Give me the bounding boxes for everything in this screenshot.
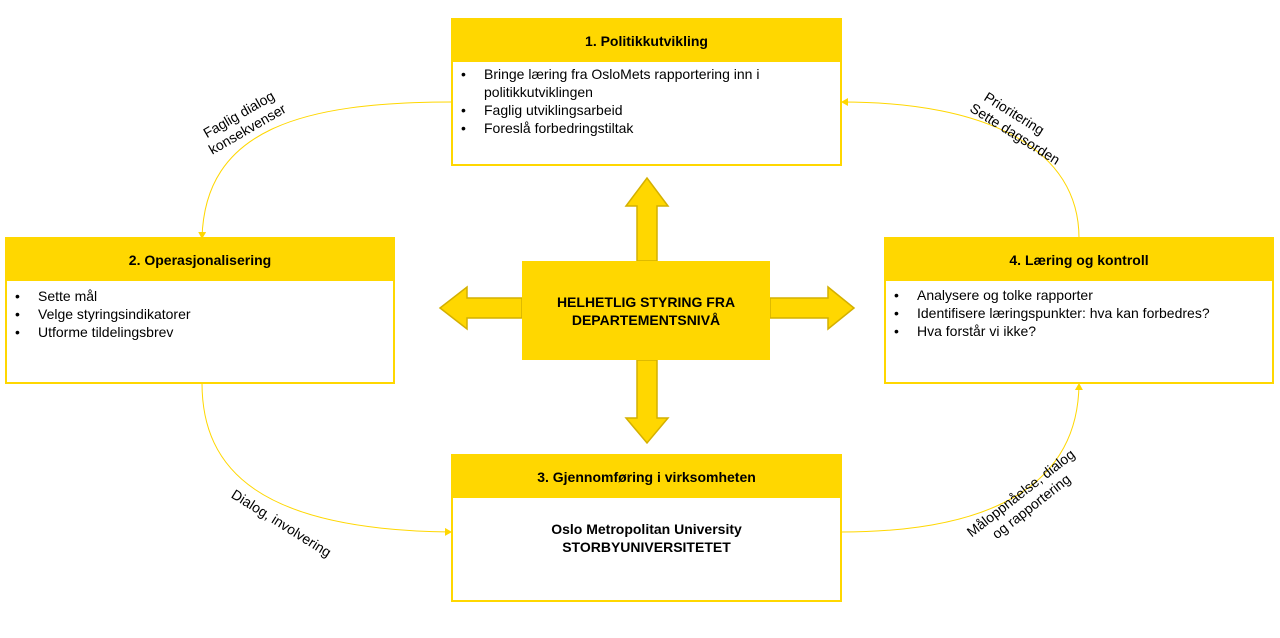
box-title: 3. Gjennomføring i virksomheten xyxy=(453,456,840,498)
list-item: Analysere og tolke rapporter xyxy=(894,286,1262,304)
list-item: Utforme tildelingsbrev xyxy=(15,323,383,341)
connector-3-to-4 xyxy=(840,383,1083,533)
connector-4-to-1 xyxy=(841,98,1080,239)
arrow-down xyxy=(624,359,670,445)
list-item: Velge styringsindikatorer xyxy=(15,305,383,323)
connector-1-to-2 xyxy=(198,101,453,239)
box-gjennomforing: 3. Gjennomføring i virksomheten Oslo Met… xyxy=(451,454,842,602)
box-title: 4. Læring og kontroll xyxy=(886,239,1272,281)
box-title: 2. Operasjonalisering xyxy=(7,239,393,281)
list-item: Bringe læring fra OsloMets rapportering … xyxy=(461,65,830,101)
center-title-line2: DEPARTEMENTSNIVÅ xyxy=(571,311,721,328)
arrow-up xyxy=(624,176,670,262)
box-operasjonalisering: 2. Operasjonalisering Sette mål Velge st… xyxy=(5,237,395,384)
box-politikkutvikling: 1. Politikkutvikling Bringe læring fra O… xyxy=(451,18,842,166)
list-item: Hva forstår vi ikke? xyxy=(894,322,1262,340)
university-name-no: STORBYUNIVERSITETET xyxy=(562,539,731,555)
list-item: Faglig utviklingsarbeid xyxy=(461,101,830,119)
box-laering-og-kontroll: 4. Læring og kontroll Analysere og tolke… xyxy=(884,237,1274,384)
list-item: Identifisere læringspunkter: hva kan for… xyxy=(894,304,1262,322)
arrow-left xyxy=(438,285,523,331)
university-name: Oslo Metropolitan University xyxy=(551,521,742,537)
connector-2-to-3 xyxy=(201,382,452,536)
box-title: 1. Politikkutvikling xyxy=(453,20,840,62)
arrow-right xyxy=(769,285,856,331)
center-title-line1: HELHETLIG STYRING FRA xyxy=(556,293,736,310)
list-item: Sette mål xyxy=(15,287,383,305)
list-item: Foreslå forbedringstiltak xyxy=(461,119,830,137)
center-box: HELHETLIG STYRING FRA DEPARTEMENTSNIVÅ xyxy=(522,261,770,360)
